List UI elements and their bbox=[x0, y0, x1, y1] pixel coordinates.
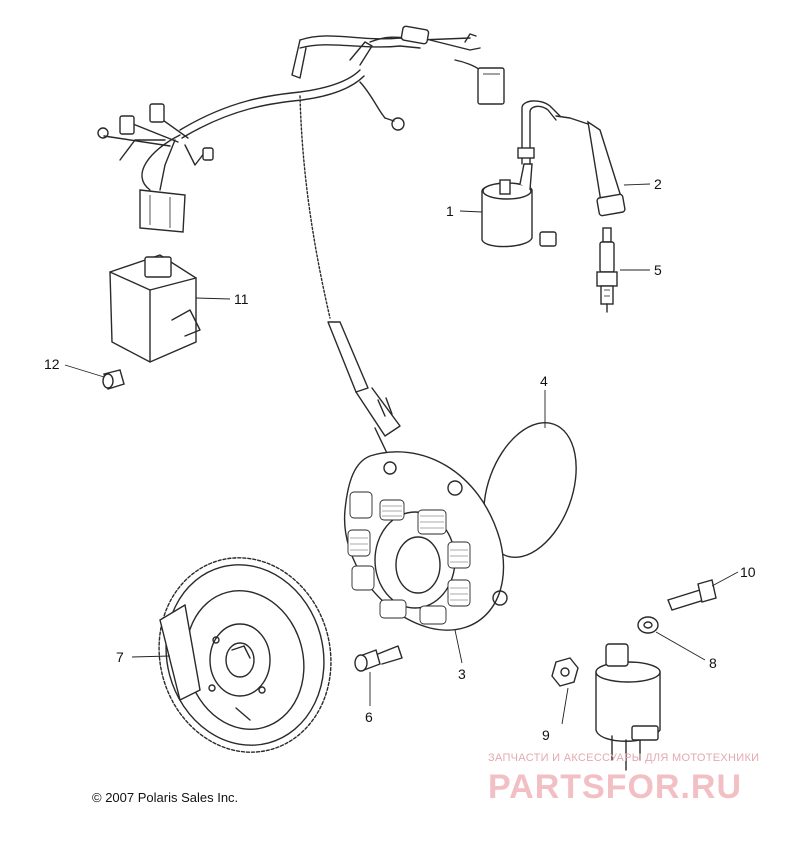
regulator bbox=[595, 643, 661, 771]
nut-9 bbox=[551, 657, 579, 687]
callout-5: 5 bbox=[654, 262, 662, 278]
wiring-harness bbox=[97, 25, 505, 233]
callout-3: 3 bbox=[458, 666, 466, 682]
callout-2: 2 bbox=[654, 176, 662, 192]
callout-6: 6 bbox=[365, 709, 373, 725]
cdi-module bbox=[109, 254, 201, 363]
callout-11: 11 bbox=[234, 291, 249, 307]
copyright-notice: © 2007 Polaris Sales Inc. bbox=[92, 790, 239, 805]
callouts: 1 2 3 4 5 6 7 8 9 10 11 12 bbox=[44, 176, 756, 743]
stator-lead bbox=[299, 95, 401, 471]
spark-plug-cap bbox=[555, 115, 626, 217]
leader-lines bbox=[64, 183, 739, 725]
callout-9: 9 bbox=[542, 727, 550, 743]
bolt-10 bbox=[667, 579, 717, 611]
callout-7: 7 bbox=[116, 649, 124, 665]
callout-4: 4 bbox=[540, 373, 548, 389]
screw-12 bbox=[102, 369, 125, 390]
callout-8: 8 bbox=[709, 655, 717, 671]
bolt-6 bbox=[354, 645, 403, 672]
gasket bbox=[483, 421, 577, 559]
watermark-subtitle: ЗАПЧАСТИ И АКСЕССУАРЫ ДЛЯ МОТОТЕХНИКИ bbox=[488, 752, 760, 764]
callout-10: 10 bbox=[740, 564, 756, 580]
callout-12: 12 bbox=[44, 356, 60, 372]
spark-plug bbox=[596, 227, 618, 313]
ignition-coil bbox=[481, 100, 561, 248]
watermark-logo: PARTSFOR.RU bbox=[488, 768, 743, 806]
washer-8 bbox=[637, 616, 659, 634]
stator bbox=[343, 451, 508, 631]
callout-1: 1 bbox=[446, 203, 454, 219]
flywheel bbox=[158, 557, 332, 753]
